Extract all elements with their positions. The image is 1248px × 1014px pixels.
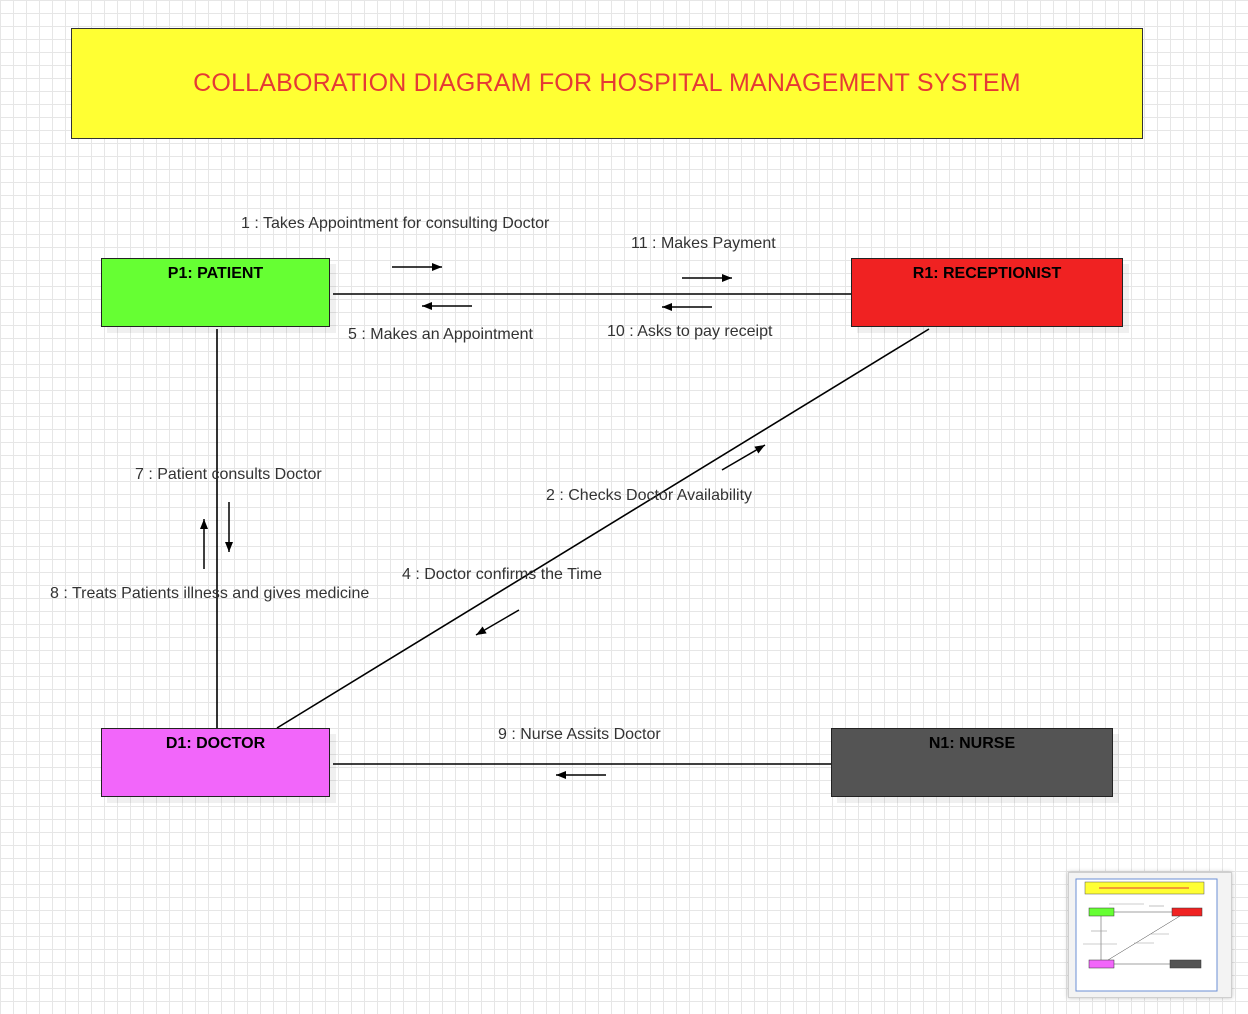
diagram-title-box[interactable]: COLLABORATION DIAGRAM FOR HOSPITAL MANAG… [71, 28, 1143, 139]
message-9-label[interactable]: 9 : Nurse Assits Doctor [498, 726, 661, 743]
message-10-label[interactable]: 10 : Asks to pay receipt [607, 323, 773, 340]
message-7-label[interactable]: 7 : Patient consults Doctor [135, 466, 322, 483]
doctor-node-label: D1: DOCTOR [165, 735, 266, 752]
link-receptionist-doctor[interactable] [276, 328, 930, 729]
message-2-label[interactable]: 2 : Checks Doctor Availability [546, 487, 753, 504]
message-4-label[interactable]: 4 : Doctor confirms the Time [402, 566, 603, 583]
msg2-arrow [721, 444, 766, 471]
nurse-node[interactable]: N1: NURSE [831, 728, 1113, 797]
msg4-arrow [475, 609, 520, 636]
nurse-node-label: N1: NURSE [928, 735, 1016, 752]
minimap-preview [1075, 878, 1218, 992]
receptionist-node[interactable]: R1: RECEPTIONIST [851, 258, 1123, 327]
diagram-title: COLLABORATION DIAGRAM FOR HOSPITAL MANAG… [193, 69, 1021, 97]
receptionist-node-label: R1: RECEPTIONIST [912, 265, 1062, 282]
outline-minimap[interactable] [1068, 872, 1232, 998]
doctor-node[interactable]: D1: DOCTOR [101, 728, 330, 797]
message-5-label[interactable]: 5 : Makes an Appointment [348, 326, 533, 343]
message-8-label[interactable]: 8 : Treats Patients illness and gives me… [50, 585, 370, 602]
message-11-label[interactable]: 11 : Makes Payment [631, 235, 776, 252]
patient-node-label: P1: PATIENT [167, 265, 264, 282]
message-1-label[interactable]: 1 : Takes Appointment for consulting Doc… [241, 215, 550, 232]
patient-node[interactable]: P1: PATIENT [101, 258, 330, 327]
